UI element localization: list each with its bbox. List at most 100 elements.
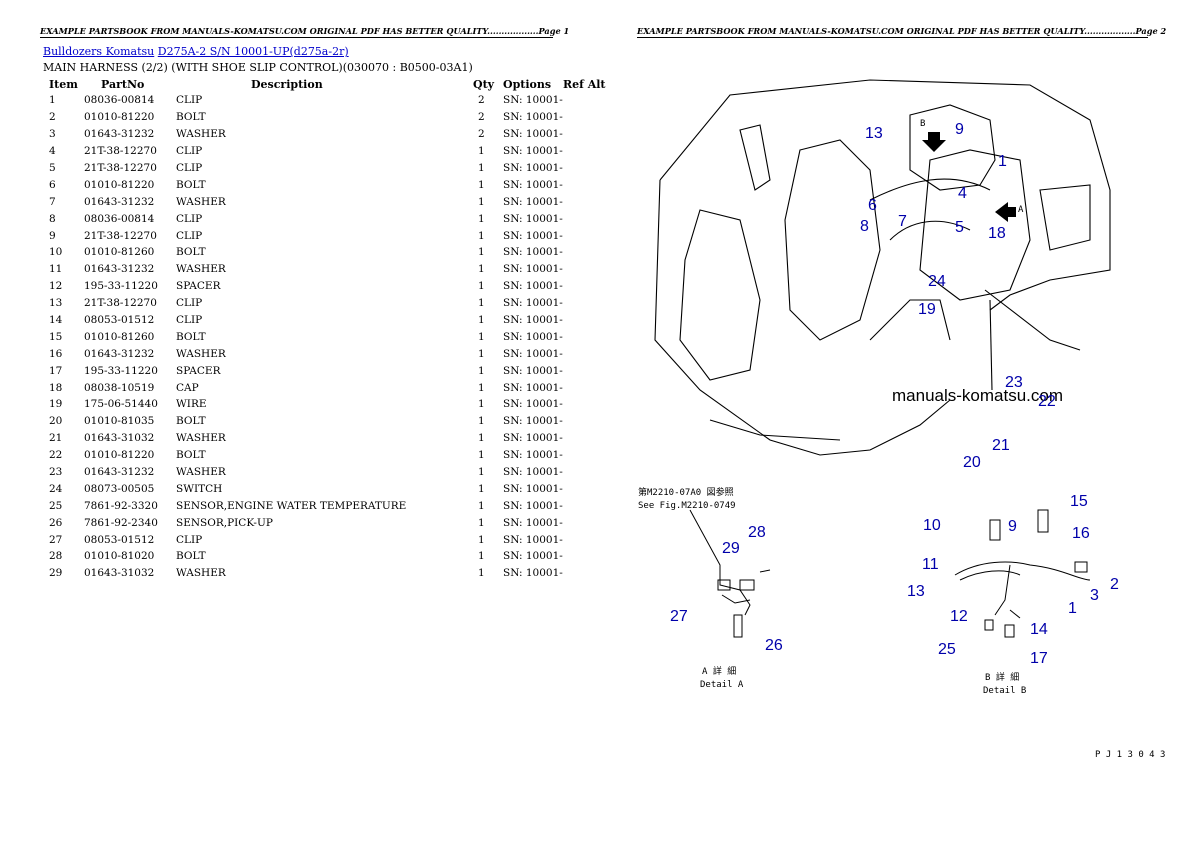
description-cell: CAP	[176, 381, 199, 394]
options-cell: SN: 10001-	[503, 364, 563, 377]
callout-label: 1	[998, 153, 1007, 170]
breadcrumb-link-model[interactable]: D275A-2 S/N 10001-UP(d275a-2r)	[157, 45, 349, 58]
see-fig-en: See Fig.M2210-0749	[638, 501, 736, 511]
partno-cell: 01010-81220	[84, 449, 155, 462]
partno-cell: 175-06-51440	[84, 398, 158, 411]
qty-cell: 1	[478, 178, 485, 191]
callout-label: 9	[1008, 518, 1017, 535]
options-cell: SN: 10001-	[503, 314, 563, 327]
qty-cell: 1	[478, 330, 485, 343]
callout-label: 25	[938, 641, 956, 658]
callout-label: 21	[992, 437, 1010, 454]
description-cell: WASHER	[176, 263, 226, 276]
qty-cell: 1	[478, 297, 485, 310]
item-cell: 19	[49, 398, 63, 411]
refalt-cell	[563, 278, 606, 295]
qty-cell: 1	[478, 145, 485, 158]
callout-label: 2	[1110, 576, 1119, 593]
callout-label: 7	[898, 213, 907, 230]
description-cell: SPACER	[176, 364, 221, 377]
partno-cell: 21T-38-12270	[84, 297, 157, 310]
partno-cell: 08038-10519	[84, 381, 155, 394]
arrow-a: A	[995, 202, 1024, 222]
qty-cell: 1	[478, 432, 485, 445]
col-refalt-header: Ref Alt	[563, 77, 606, 91]
options-cell: SN: 10001-	[503, 347, 563, 360]
description-cell: BOLT	[176, 415, 206, 428]
callout-label: 15	[1070, 493, 1088, 510]
callout-label: 24	[928, 273, 946, 290]
detail-b-jp: B 詳 細	[985, 671, 1019, 683]
options-cell: SN: 10001-	[503, 415, 563, 428]
item-cell: 12	[49, 280, 63, 293]
col-qty-header: Qty	[473, 77, 495, 91]
callout-label: 13	[865, 125, 883, 142]
qty-cell: 1	[478, 516, 485, 529]
callout-label: 6	[868, 197, 877, 214]
partno-cell: 08073-00505	[84, 482, 155, 495]
qty-cell: 1	[478, 347, 485, 360]
partno-cell: 21T-38-12270	[84, 162, 157, 174]
description-cell: CLIP	[176, 297, 203, 310]
callout-label: 19	[918, 301, 936, 318]
qty-cell: 1	[478, 482, 485, 495]
refalt-cell	[563, 548, 606, 565]
options-cell: SN: 10001-	[503, 381, 563, 394]
description-cell: BOLT	[176, 330, 206, 343]
description-cell: WASHER	[176, 466, 226, 479]
refalt-cell	[563, 210, 606, 227]
callout-label: 16	[1072, 525, 1090, 542]
options-cell: SN: 10001-	[503, 178, 563, 191]
page1-header: EXAMPLE PARTSBOOK FROM MANUALS-KOMATSU.C…	[40, 26, 570, 38]
item-cell: 9	[49, 229, 56, 242]
description-cell: BOLT	[176, 550, 206, 563]
callout-label: 11	[922, 556, 939, 573]
options-cell: SN: 10001-	[503, 111, 563, 124]
description-cell: SENSOR,PICK-UP	[176, 516, 273, 529]
callout-label: 27	[670, 608, 688, 625]
refalt-cell	[563, 531, 606, 548]
refalt-cell	[563, 565, 606, 582]
item-cell: 14	[49, 314, 63, 327]
item-cell: 26	[49, 516, 63, 529]
options-cell: SN: 10001-	[503, 482, 563, 495]
item-cell: 1	[49, 94, 56, 107]
description-cell: WASHER	[176, 432, 226, 445]
refalt-cell	[563, 430, 606, 447]
options-cell: SN: 10001-	[503, 533, 563, 546]
options-cell: SN: 10001-	[503, 432, 563, 445]
refalt-cell	[563, 413, 606, 430]
partno-cell: 21T-38-12270	[84, 229, 157, 242]
breadcrumb-link-category[interactable]: Bulldozers Komatsu	[43, 45, 155, 58]
description-cell: BOLT	[176, 111, 206, 124]
options-cell: SN: 10001-	[503, 499, 563, 512]
partno-cell: 08053-01512	[84, 533, 155, 546]
refalt-cell	[563, 497, 606, 514]
partno-cell: 01643-31232	[84, 195, 155, 208]
refalt-cell	[563, 362, 606, 379]
options-cell: SN: 10001-	[503, 550, 563, 563]
qty-cell: 1	[478, 246, 485, 259]
options-cell: SN: 10001-	[503, 229, 563, 242]
description-cell: SWITCH	[176, 482, 223, 495]
description-cell: CLIP	[176, 314, 203, 327]
page2-header: EXAMPLE PARTSBOOK FROM MANUALS-KOMATSU.C…	[637, 26, 1167, 38]
item-cell: 7	[49, 195, 56, 208]
qty-cell: 1	[478, 263, 485, 276]
table-header-row: Item PartNo Description Qty Options Ref …	[43, 76, 606, 92]
item-cell: 8	[49, 212, 56, 225]
refalt-cell	[563, 312, 606, 329]
partno-cell: 7861-92-2340	[84, 516, 158, 529]
col-description-header: Description	[251, 77, 323, 91]
